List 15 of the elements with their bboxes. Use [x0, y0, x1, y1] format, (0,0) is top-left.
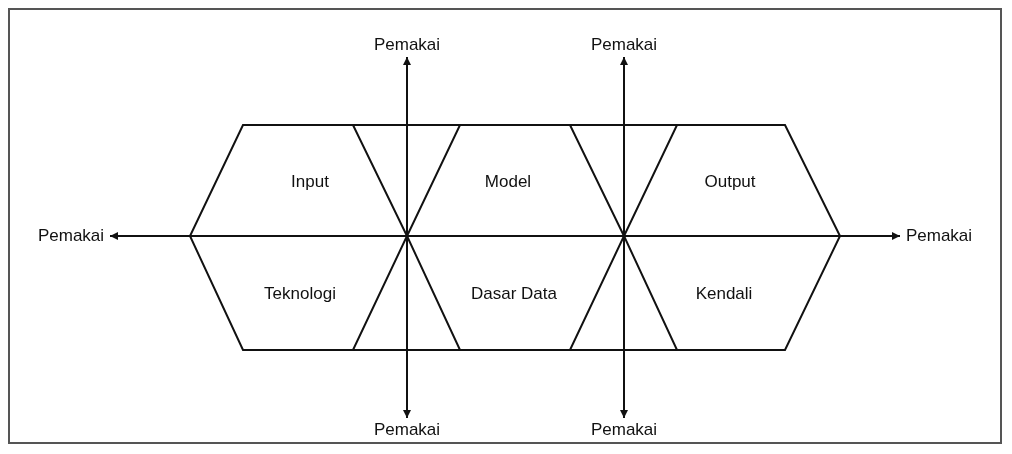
user-label: Pemakai: [368, 418, 446, 442]
arrow: [403, 56, 411, 419]
user-label: Pemakai: [32, 224, 110, 248]
block-label: Dasar Data: [471, 284, 557, 304]
user-label: Pemakai: [585, 418, 663, 442]
arrow: [620, 56, 628, 419]
block-label: Model: [484, 172, 532, 192]
block-label: Input: [291, 172, 329, 192]
user-label: Pemakai: [900, 224, 978, 248]
block-label: Output: [704, 172, 756, 192]
block-label: Kendali: [695, 284, 753, 304]
user-label: Pemakai: [585, 33, 663, 57]
arrow: [109, 232, 901, 240]
block-label: Teknologi: [264, 284, 336, 304]
user-label: Pemakai: [368, 33, 446, 57]
